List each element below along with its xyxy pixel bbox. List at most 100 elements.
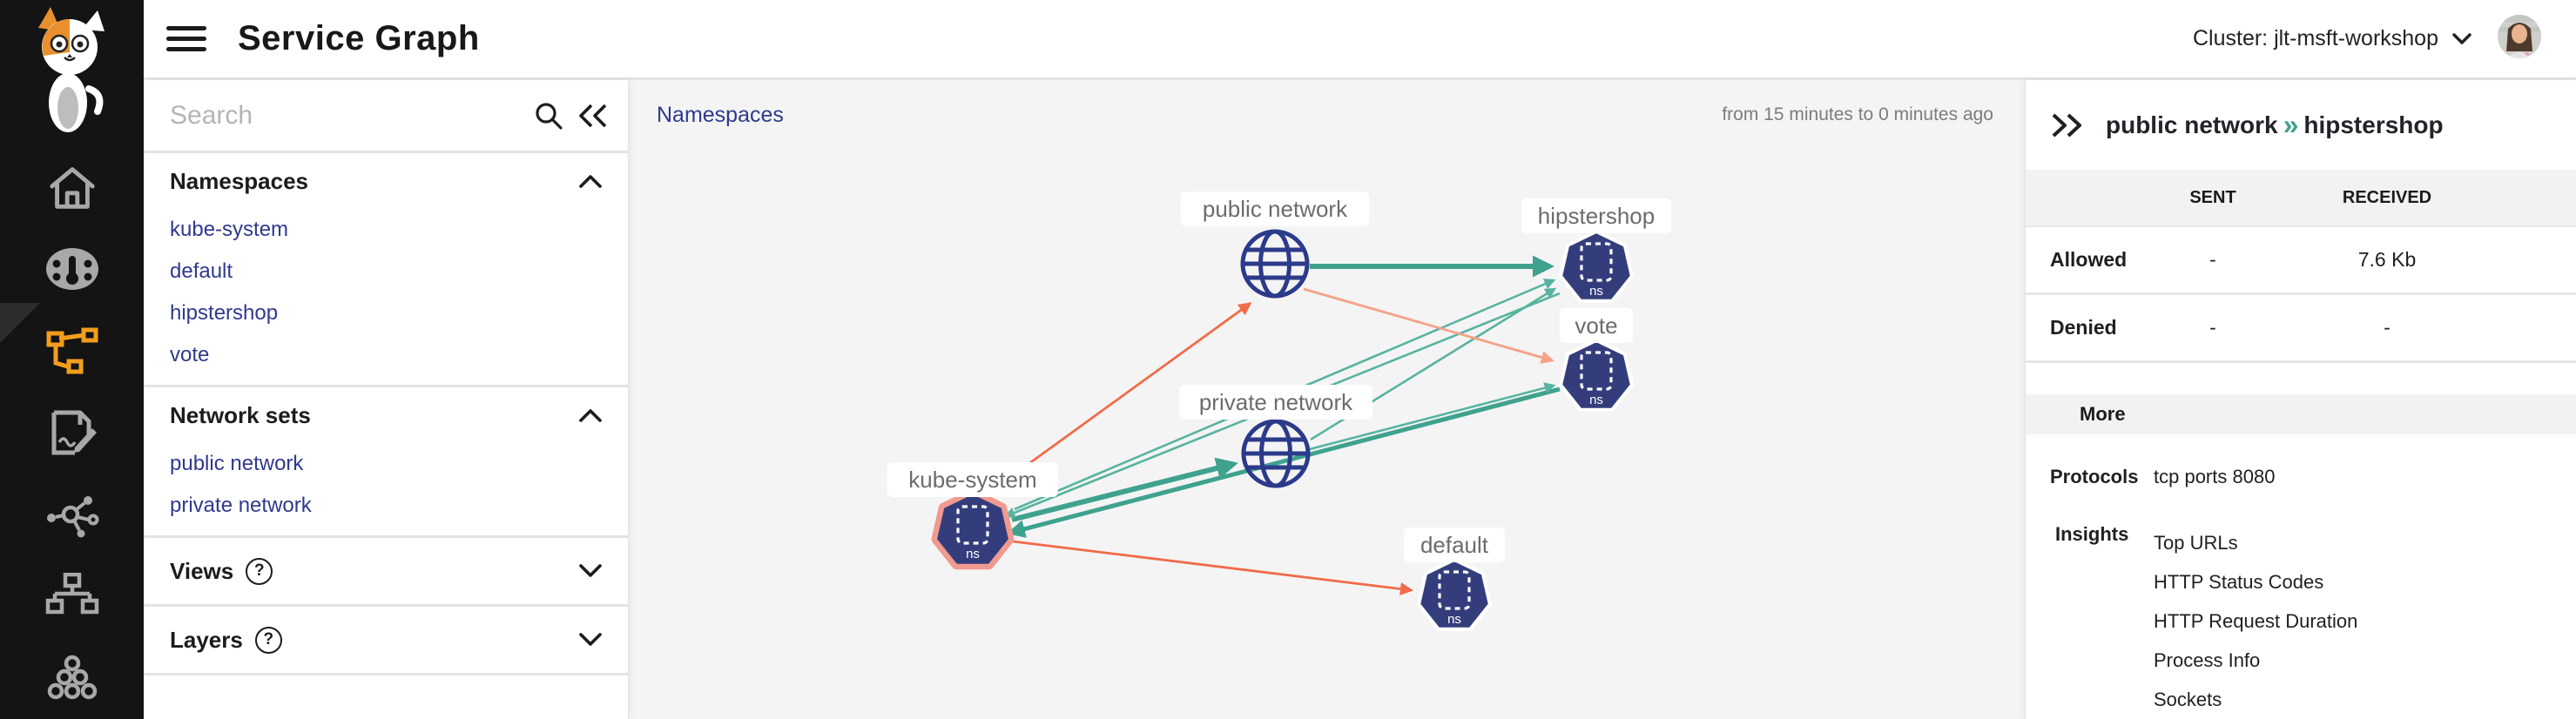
collapse-details-icon[interactable]	[2050, 112, 2083, 138]
table-row-allowed: Allowed - 7.6 Kb	[2026, 227, 2576, 295]
section-header-views[interactable]: Views ?	[144, 538, 628, 604]
search-input[interactable]	[170, 100, 520, 131]
node-label: hipstershop	[1521, 198, 1671, 233]
ns-badge: ns	[1589, 284, 1603, 299]
node-label: default	[1404, 527, 1505, 562]
graph-view-label: Namespaces	[657, 103, 784, 127]
avatar[interactable]	[2498, 15, 2541, 63]
breadcrumb-target[interactable]: hipstershop	[2303, 111, 2444, 138]
sidebar-item-reports[interactable]	[0, 392, 144, 474]
collapse-panel-icon[interactable]	[577, 103, 609, 129]
graph-edge-kube-private[interactable]	[1011, 457, 1238, 522]
insight-item: Process Info	[2154, 649, 2261, 671]
home-icon	[49, 167, 95, 209]
page-title: Service Graph	[238, 19, 480, 57]
svg-text:hipstershop: hipstershop	[1538, 203, 1655, 229]
node-label: private network	[1179, 385, 1372, 420]
insights-row: Insights Top URLs HTTP Status Codes HTTP…	[2026, 488, 2576, 719]
graph-nodes: ns ns ns	[931, 229, 1634, 631]
hamburger-menu-icon[interactable]	[166, 20, 206, 57]
insight-item: Top URLs	[2154, 532, 2238, 554]
section-header-layers[interactable]: Layers ?	[144, 607, 628, 673]
graph-edge-vote-kube[interactable]	[1006, 386, 1561, 538]
row-label: Allowed	[2050, 248, 2128, 271]
sidebar-item-clusters[interactable]	[0, 637, 144, 719]
graph-edge-private-vote[interactable]	[1309, 382, 1556, 451]
namespace-item-kube-system[interactable]: kube-system	[170, 218, 289, 241]
networkset-item-public-network[interactable]: public network	[170, 452, 304, 475]
protocols-label: Protocols	[2050, 466, 2139, 487]
namespace-item-default[interactable]: default	[170, 259, 233, 283]
insight-item: HTTP Request Duration	[2154, 610, 2358, 632]
graph-svg: ns ns ns	[887, 192, 1671, 631]
graph-node-labels: public network private network hipstersh…	[887, 192, 1671, 562]
help-icon[interactable]: ?	[254, 626, 282, 654]
graph-edge-kube-default[interactable]	[1012, 540, 1414, 596]
svg-text:private network: private network	[1199, 389, 1353, 415]
protocols-value: tcp ports 8080	[2154, 466, 2276, 487]
svg-text:public network: public network	[1203, 196, 1348, 222]
chevron-down-icon	[579, 564, 602, 578]
time-range-label[interactable]: from 15 minutes to 0 minutes ago	[1722, 104, 1993, 124]
search-bar	[144, 80, 628, 153]
divider	[144, 604, 628, 607]
report-edit-icon	[51, 410, 97, 455]
section-label: Views	[170, 557, 234, 584]
calico-cat-logo[interactable]	[19, 5, 124, 140]
filter-panel: Namespaces kube-system default hipstersh…	[144, 80, 629, 719]
row-label: Denied	[2050, 316, 2117, 339]
graph-node-kube-system[interactable]: ns	[931, 488, 1015, 570]
sitemap-icon	[45, 573, 98, 615]
allowed-received-value: 7.6 Kb	[2357, 248, 2417, 271]
sidebar-item-network[interactable]	[0, 474, 144, 555]
sidebar-item-tiers[interactable]	[0, 555, 144, 637]
svg-text:kube-system: kube-system	[908, 467, 1036, 493]
chevron-down-icon	[2452, 32, 2471, 44]
clusters-icon	[47, 655, 97, 700]
graph-node-vote[interactable]: ns	[1559, 339, 1634, 412]
namespace-item-hipstershop[interactable]: hipstershop	[170, 301, 279, 325]
graph-node-public-network[interactable]	[1240, 229, 1310, 299]
breadcrumb-source[interactable]: public network	[2106, 111, 2278, 138]
column-header-received: RECEIVED	[2342, 187, 2432, 207]
traffic-table-header: SENT RECEIVED	[2026, 170, 2576, 227]
ns-heptagon-icon	[1559, 339, 1634, 412]
dashboard-gauge-icon	[45, 248, 98, 290]
section-header-namespaces[interactable]: Namespaces	[144, 153, 628, 209]
svg-text:vote: vote	[1575, 312, 1617, 339]
sidebar-item-home[interactable]	[0, 146, 144, 228]
denied-sent-value: -	[2209, 316, 2216, 339]
section-header-network-sets[interactable]: Network sets	[144, 387, 628, 443]
insight-item: Sockets	[2154, 689, 2222, 710]
namespace-item-vote[interactable]: vote	[170, 343, 210, 366]
sidebar-item-dashboard[interactable]	[0, 228, 144, 310]
node-label: kube-system	[887, 462, 1058, 497]
graph-edge-public-vote[interactable]	[1303, 287, 1554, 364]
denied-received-value: -	[2384, 316, 2391, 339]
cluster-selector-label: Cluster: jlt-msft-workshop	[2193, 26, 2438, 50]
table-row-denied: Denied - -	[2026, 295, 2576, 363]
networkset-item-private-network[interactable]: private network	[170, 494, 312, 517]
cluster-selector[interactable]: Cluster: jlt-msft-workshop	[2193, 26, 2471, 51]
active-nav-wedge	[0, 303, 40, 343]
ns-badge: ns	[1589, 393, 1603, 407]
graph-node-private-network[interactable]	[1241, 419, 1311, 488]
details-panel: public network » hipstershop SENT RECEIV…	[2025, 80, 2576, 719]
chevron-down-icon	[579, 633, 602, 647]
allowed-sent-value: -	[2209, 248, 2216, 271]
graph-node-default[interactable]: ns	[1417, 558, 1492, 631]
breadcrumb-separator-icon: »	[2283, 109, 2299, 140]
service-graph-canvas[interactable]: Namespaces from 15 minutes to 0 minutes …	[629, 80, 2025, 719]
more-section-header[interactable]: More	[2026, 394, 2576, 434]
globe-icon	[1241, 419, 1311, 488]
ns-badge: ns	[1447, 612, 1461, 627]
graph-node-hipstershop[interactable]: ns	[1559, 230, 1634, 303]
ns-badge: ns	[966, 547, 980, 561]
sidebar-item-service-graph[interactable]	[0, 310, 144, 392]
search-icon[interactable]	[534, 101, 563, 131]
divider	[144, 535, 628, 538]
insights-label: Insights	[2055, 523, 2129, 545]
section-label: Layers	[170, 626, 243, 653]
column-header-sent: SENT	[2189, 187, 2236, 207]
help-icon[interactable]: ?	[246, 557, 273, 585]
